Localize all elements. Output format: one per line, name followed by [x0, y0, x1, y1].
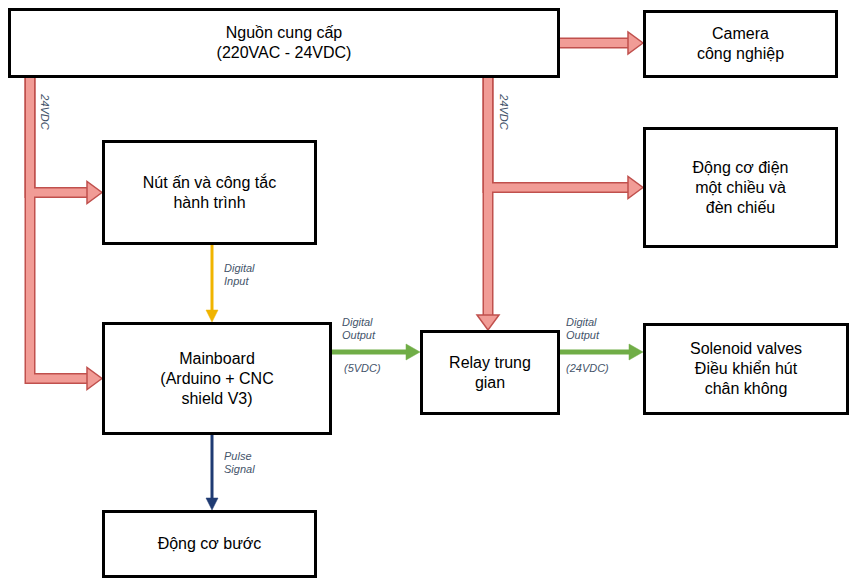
connector-outline — [488, 78, 629, 188]
arrowhead — [628, 177, 643, 199]
connector — [560, 350, 630, 355]
signal-label: Digital Input — [224, 262, 270, 288]
box-text: Động cơ bước — [158, 534, 262, 554]
box-text: Nguồn cung cấp (220VAC - 24VDC) — [204, 23, 364, 63]
box-text: Nút ấn và công tắc hành trình — [135, 173, 285, 213]
process-box: Nguồn cung cấp (220VAC - 24VDC) — [8, 8, 560, 78]
connector-outline — [30, 78, 88, 379]
connector — [484, 78, 492, 316]
signal-label: Digital Output — [342, 316, 390, 342]
connector — [211, 245, 214, 311]
arrowhead — [477, 315, 499, 330]
connector — [30, 78, 88, 379]
box-text: Camera công nghiệp — [696, 24, 786, 64]
voltage-label: (24VDC) — [566, 362, 609, 375]
process-box: Động cơ điện một chiều và đèn chiếu — [643, 127, 838, 248]
process-box: Camera công nghiệp — [643, 10, 838, 78]
arrowheads — [87, 32, 643, 510]
signal-label: 24VDC — [37, 94, 50, 129]
connector — [488, 78, 629, 188]
arrowhead — [629, 344, 643, 360]
process-box: Mainboard (Arduino + CNC shield V3) — [102, 322, 332, 435]
arrowhead — [206, 498, 218, 510]
connector — [332, 350, 407, 355]
arrowhead — [87, 182, 102, 204]
arrowhead — [628, 32, 643, 54]
process-box: Nút ấn và công tắc hành trình — [102, 140, 317, 245]
arrowhead — [87, 368, 102, 390]
arrowhead — [406, 344, 420, 360]
connector-outline — [30, 78, 88, 193]
process-box: Relay trung gian — [420, 330, 560, 415]
signal-label: 24VDC — [496, 94, 509, 129]
voltage-label: (5VDC) — [344, 362, 381, 375]
connector — [211, 435, 214, 499]
arrowhead — [206, 310, 218, 322]
connector-outline — [483, 78, 494, 316]
signal-label: Pulse Signal — [224, 450, 270, 476]
box-text: Mainboard (Arduino + CNC shield V3) — [155, 349, 280, 409]
box-text: Relay trung gian — [445, 353, 535, 393]
process-box: Động cơ bước — [102, 510, 317, 578]
signal-label: Digital Output — [566, 316, 614, 342]
connector — [560, 39, 629, 47]
connector-outline — [560, 38, 629, 49]
connector-lines — [30, 43, 630, 499]
connector — [30, 78, 88, 193]
box-text: Solenoid valves Điều khiển hút chân khôn… — [686, 339, 806, 399]
process-box: Solenoid valves Điều khiển hút chân khôn… — [643, 323, 849, 415]
box-text: Động cơ điện một chiều và đèn chiếu — [686, 158, 796, 218]
